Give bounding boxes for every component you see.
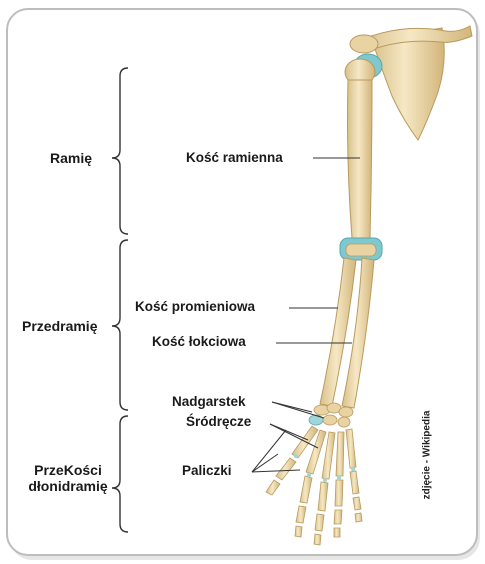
image-credit: zdjęcie - Wikipedia xyxy=(422,411,433,500)
elbow-bone xyxy=(346,244,376,256)
region-label-forearm: Przedramię xyxy=(22,318,97,334)
bracket-arm xyxy=(112,68,128,234)
humerus-shaft xyxy=(348,80,373,238)
region-label-hand: PrzeKości dłonidramię xyxy=(22,462,114,494)
bone-label-carpals: Nadgarstek xyxy=(172,394,246,410)
bone-label-phalanges: Paliczki xyxy=(182,463,232,479)
bone-label-ulna: Kość łokciowa xyxy=(152,334,246,350)
region-label-hand-line1: PrzeKości xyxy=(22,462,114,478)
bone-label-metacarpals: Śródręcze xyxy=(186,414,251,430)
bracket-forearm xyxy=(112,240,128,410)
bracket-hand xyxy=(112,416,128,532)
bone-label-radius: Kość promieniowa xyxy=(135,299,255,315)
region-label-arm: Ramię xyxy=(50,150,92,166)
finger-bones xyxy=(266,426,362,545)
region-label-hand-line2: dłonidramię xyxy=(22,478,114,494)
acromion xyxy=(350,35,378,53)
bone-label-humerus: Kość ramienna xyxy=(186,150,283,166)
